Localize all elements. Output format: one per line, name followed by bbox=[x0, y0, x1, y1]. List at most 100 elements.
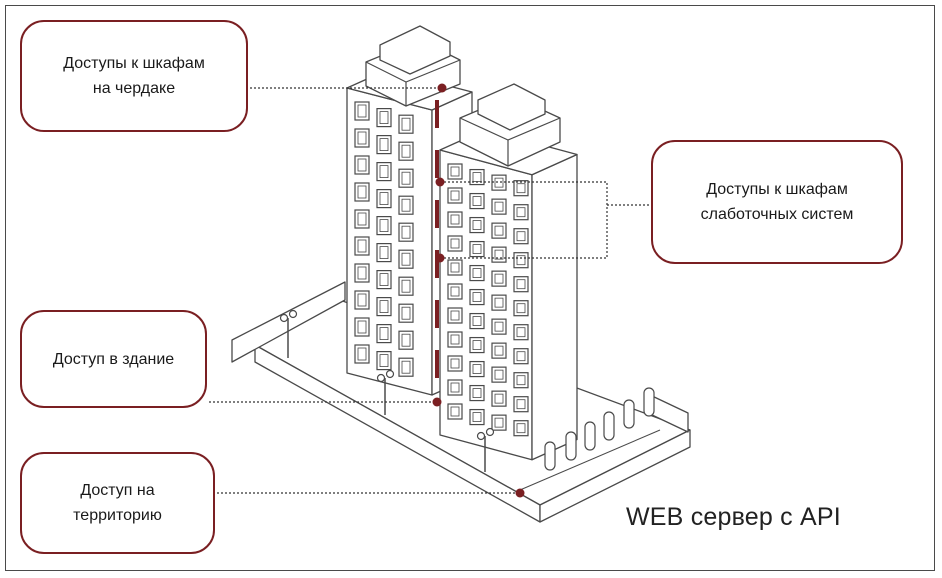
left-tower-window bbox=[354, 101, 370, 121]
bollard bbox=[544, 441, 556, 471]
access-point-attic bbox=[437, 83, 447, 93]
right-tower-window bbox=[513, 300, 529, 317]
left-tower-window-inner bbox=[401, 333, 411, 347]
left-tower-window bbox=[376, 324, 392, 344]
left-tower-window bbox=[398, 222, 414, 242]
left-tower-window bbox=[398, 249, 414, 269]
right-tower-window-inner bbox=[494, 369, 504, 380]
right-tower-window-inner bbox=[450, 358, 460, 369]
right-tower-window-inner bbox=[472, 316, 482, 326]
right-tower-window bbox=[513, 276, 529, 293]
right-tower-window bbox=[469, 240, 485, 258]
callout-territory-access: Доступ на территорию bbox=[20, 452, 215, 554]
right-tower-window bbox=[469, 360, 485, 378]
left-tower-window bbox=[398, 195, 414, 215]
left-tower-window-inner bbox=[401, 171, 411, 185]
left-tower-window-inner bbox=[379, 246, 389, 260]
access-points bbox=[432, 83, 525, 498]
access-point-building bbox=[432, 397, 442, 407]
right-tower-window bbox=[447, 379, 463, 396]
right-tower-window-inner bbox=[450, 238, 460, 249]
left-tower-window-inner bbox=[401, 306, 411, 320]
right-tower-window-inner bbox=[516, 399, 526, 410]
left-tower-window-inner bbox=[379, 327, 389, 341]
left-tower-window-inner bbox=[379, 111, 389, 124]
right-tower-window-inner bbox=[450, 382, 460, 393]
left-tower-window-inner bbox=[379, 192, 389, 206]
right-tower-window-inner bbox=[494, 249, 504, 260]
right-tower-window-inner bbox=[516, 423, 526, 434]
left-tower-window bbox=[398, 141, 414, 161]
right-tower-window bbox=[491, 318, 507, 335]
right-tower-window bbox=[513, 372, 529, 389]
callout-attic-cabinets: Доступы к шкафам на чердаке bbox=[20, 20, 248, 132]
right-tower-window-inner bbox=[494, 177, 504, 188]
left-tower-window bbox=[354, 317, 370, 337]
right-tower-window bbox=[447, 283, 463, 300]
right-tower-window bbox=[491, 342, 507, 359]
callout-low-current-cabinets: Доступы к шкафам слаботочных систем bbox=[651, 140, 903, 264]
right-tower-window-inner bbox=[516, 303, 526, 314]
left-tower-window-inner bbox=[379, 165, 389, 179]
right-tower-window bbox=[469, 408, 485, 426]
left-tower-window bbox=[354, 182, 370, 202]
right-tower-window bbox=[469, 168, 485, 186]
left-tower-window-inner bbox=[357, 266, 367, 280]
right-tower-window bbox=[447, 211, 463, 228]
lamp-head bbox=[288, 309, 298, 319]
bollard bbox=[643, 387, 655, 417]
link-low-current bbox=[440, 181, 608, 259]
right-tower-window-inner bbox=[494, 393, 504, 404]
left-tower-window-inner bbox=[379, 300, 389, 314]
right-tower-window-inner bbox=[450, 262, 460, 273]
right-tower-window-inner bbox=[472, 244, 482, 254]
bollard bbox=[565, 431, 577, 461]
right-tower-window bbox=[491, 294, 507, 311]
right-tower-window bbox=[469, 384, 485, 402]
left-tower-window-inner bbox=[357, 131, 367, 145]
left-tower-window bbox=[398, 330, 414, 350]
right-tower-window-inner bbox=[494, 273, 504, 284]
right-tower-window-inner bbox=[450, 334, 460, 345]
callout-building-access: Доступ в здание bbox=[20, 310, 207, 408]
left-tower-window bbox=[398, 114, 414, 134]
left-tower-roof-cap bbox=[379, 25, 451, 75]
right-tower-window bbox=[491, 270, 507, 287]
right-tower-window bbox=[513, 420, 529, 437]
left-tower-window-inner bbox=[401, 279, 411, 293]
right-tower-window bbox=[447, 259, 463, 276]
right-tower-window bbox=[513, 180, 529, 197]
right-tower-window bbox=[491, 390, 507, 407]
right-tower-window bbox=[447, 235, 463, 252]
right-tower-window-inner bbox=[494, 417, 504, 428]
caption-web-server: WEB сервер с API bbox=[626, 503, 841, 531]
right-tower-window-inner bbox=[516, 351, 526, 362]
right-tower-window-inner bbox=[450, 310, 460, 321]
right-tower-window-inner bbox=[472, 196, 482, 206]
right-tower-window-inner bbox=[516, 207, 526, 218]
curb-line bbox=[519, 429, 661, 491]
left-tower-window bbox=[354, 236, 370, 256]
right-tower-window bbox=[469, 192, 485, 210]
lamp-head bbox=[385, 369, 395, 379]
left-tower-window bbox=[398, 303, 414, 323]
right-tower-side-face bbox=[531, 153, 578, 461]
right-tower-window bbox=[469, 264, 485, 282]
left-tower-window bbox=[354, 209, 370, 229]
right-tower-window-inner bbox=[516, 231, 526, 242]
left-tower-window bbox=[354, 344, 370, 364]
right-tower-window-inner bbox=[472, 292, 482, 302]
right-tower-window bbox=[469, 288, 485, 306]
left-tower-window bbox=[376, 189, 392, 209]
left-tower-window-inner bbox=[357, 158, 367, 172]
left-tower-window-inner bbox=[401, 225, 411, 239]
right-tower-window-inner bbox=[494, 297, 504, 308]
left-tower-window bbox=[376, 162, 392, 182]
right-tower-window bbox=[491, 222, 507, 239]
right-tower-window bbox=[491, 198, 507, 215]
right-tower-window bbox=[447, 355, 463, 372]
right-tower-window-inner bbox=[494, 321, 504, 332]
right-tower-window-inner bbox=[516, 375, 526, 386]
left-tower-window bbox=[376, 351, 392, 371]
